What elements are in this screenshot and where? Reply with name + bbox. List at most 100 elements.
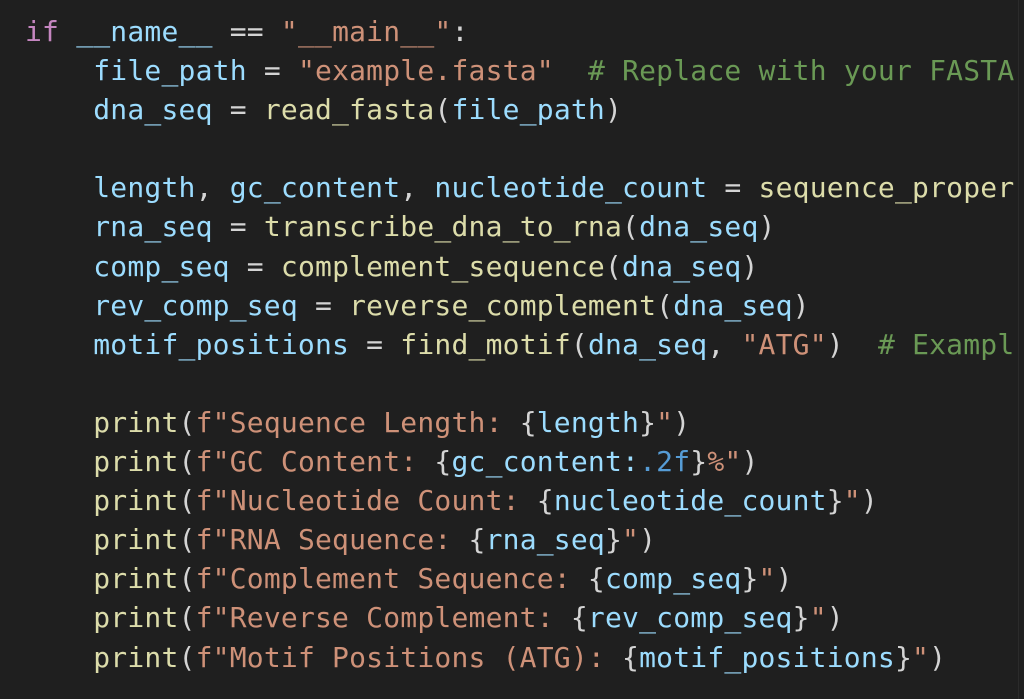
string-token: " bbox=[758, 562, 776, 596]
function-token: print bbox=[93, 445, 179, 479]
code-line[interactable]: rev_comp_seq = reverse_complement(dna_se… bbox=[25, 286, 1014, 325]
code-line[interactable]: rna_seq = transcribe_dna_to_rna(dna_seq) bbox=[25, 207, 1014, 246]
operator-token bbox=[25, 171, 93, 204]
code-line[interactable]: print(f"Sequence Length: {length}") bbox=[25, 403, 1014, 442]
function-token: sequence_proper bbox=[758, 171, 1015, 205]
punctuation-token: } bbox=[639, 405, 657, 439]
operator-token bbox=[25, 641, 93, 674]
code-line[interactable]: motif_positions = find_motif(dna_seq, "A… bbox=[25, 325, 1014, 364]
string-token: " bbox=[809, 601, 827, 635]
string-token: f"Reverse Complement: bbox=[195, 601, 571, 635]
variable-token: nucleotide_count bbox=[553, 484, 827, 518]
function-token: read_fasta bbox=[263, 93, 435, 127]
punctuation-token: ( bbox=[178, 562, 196, 596]
operator-token: = bbox=[229, 249, 281, 283]
code-line[interactable]: print(f"GC Content: {gc_content:.2f}%") bbox=[25, 442, 1014, 481]
punctuation-token: ( bbox=[656, 288, 674, 322]
variable-token: dna_seq bbox=[673, 288, 793, 322]
variable-token: length bbox=[93, 171, 196, 205]
punctuation-token: } bbox=[826, 484, 844, 518]
punctuation-token: ( bbox=[622, 210, 640, 244]
punctuation-token: { bbox=[468, 523, 486, 557]
punctuation-token: ( bbox=[178, 445, 196, 479]
code-line[interactable]: print(f"Motif Positions (ATG): {motif_po… bbox=[25, 638, 1014, 677]
operator-token: = bbox=[246, 54, 298, 88]
function-token: find_motif bbox=[400, 327, 571, 361]
string-token: " bbox=[843, 484, 861, 518]
punctuation-token: } bbox=[894, 640, 913, 674]
punctuation-token: ( bbox=[604, 249, 623, 283]
operator-token bbox=[25, 289, 93, 322]
punctuation-token: { bbox=[570, 601, 588, 635]
operator-token: , bbox=[400, 171, 435, 205]
code-line[interactable]: comp_seq = complement_sequence(dna_seq) bbox=[25, 247, 1014, 286]
operator-token: : bbox=[451, 15, 469, 48]
variable-token: comp_seq bbox=[93, 249, 230, 283]
string-token: f"Nucleotide Count: bbox=[195, 484, 537, 518]
operator-token: , bbox=[195, 171, 230, 205]
blank-line[interactable]: ​ bbox=[25, 129, 1014, 168]
operator-token bbox=[59, 15, 76, 48]
operator-token: = bbox=[349, 327, 401, 361]
string-token: f"GC Content: bbox=[195, 445, 435, 479]
variable-token: comp_seq bbox=[604, 562, 742, 596]
variable-token: motif_positions bbox=[93, 327, 350, 361]
punctuation-token: ) bbox=[758, 210, 776, 244]
code-area[interactable]: if __name__ == "__main__": file_path = "… bbox=[25, 12, 1014, 677]
operator-token bbox=[25, 328, 93, 361]
string-token: "ATG" bbox=[741, 327, 827, 361]
punctuation-token: ( bbox=[178, 640, 196, 674]
variable-token: rna_seq bbox=[485, 523, 605, 557]
punctuation-token: ( bbox=[178, 601, 196, 635]
function-token: complement_sequence bbox=[280, 249, 605, 283]
variable-token: rev_comp_seq bbox=[93, 288, 298, 322]
operator-token bbox=[25, 406, 93, 439]
code-line[interactable]: print(f"Nucleotide Count: {nucleotide_co… bbox=[25, 481, 1014, 520]
punctuation-token: ) bbox=[826, 327, 844, 361]
punctuation-token: { bbox=[622, 640, 640, 674]
editor-right-edge-divider bbox=[1018, 0, 1019, 699]
code-line[interactable]: dna_seq = read_fasta(file_path) bbox=[25, 90, 1014, 129]
variable-token: dna_seq bbox=[639, 210, 759, 244]
operator-token bbox=[25, 484, 93, 517]
variable-token: file_path bbox=[93, 54, 247, 88]
operator-token: = bbox=[212, 210, 264, 244]
punctuation-token: ) bbox=[929, 640, 947, 674]
punctuation-token: } bbox=[604, 523, 623, 557]
code-line[interactable]: if __name__ == "__main__": bbox=[25, 12, 1014, 51]
string-token: %" bbox=[707, 445, 742, 479]
comment-token: # Exampl bbox=[877, 327, 1015, 361]
code-line[interactable]: print(f"RNA Sequence: {rna_seq}") bbox=[25, 520, 1014, 559]
variable-token: dna_seq bbox=[622, 249, 742, 283]
code-line[interactable]: print(f"Complement Sequence: {comp_seq}"… bbox=[25, 559, 1014, 598]
operator-token bbox=[25, 93, 93, 126]
operator-token bbox=[25, 445, 93, 478]
punctuation-token: ) bbox=[639, 523, 657, 557]
punctuation-token: } bbox=[741, 562, 759, 596]
punctuation-token: { bbox=[587, 562, 605, 596]
punctuation-token: ) bbox=[741, 445, 759, 479]
string-token: "__main__" bbox=[280, 15, 452, 48]
code-line[interactable]: print(f"Reverse Complement: {rev_comp_se… bbox=[25, 598, 1014, 637]
punctuation-token: { bbox=[536, 484, 554, 518]
code-line[interactable]: length, gc_content, nucleotide_count = s… bbox=[25, 168, 1014, 207]
operator-token: = bbox=[297, 288, 350, 322]
operator-token bbox=[25, 601, 93, 634]
punctuation-token: { bbox=[519, 405, 537, 439]
operator-token bbox=[25, 250, 93, 283]
function-token: print bbox=[93, 405, 179, 439]
variable-token: dna_seq bbox=[93, 93, 213, 127]
punctuation-token: ( bbox=[178, 484, 196, 518]
function-token: print bbox=[93, 562, 179, 596]
string-token: " bbox=[912, 640, 930, 674]
operator-token bbox=[25, 523, 93, 556]
punctuation-token: ) bbox=[775, 562, 793, 596]
variable-token: gc_content bbox=[229, 171, 401, 205]
variable-token: rev_comp_seq bbox=[587, 601, 793, 635]
punctuation-token: ( bbox=[178, 523, 196, 557]
function-token: print bbox=[93, 523, 179, 557]
punctuation-token: ) bbox=[860, 484, 878, 518]
code-line[interactable]: file_path = "example.fasta" # Replace wi… bbox=[25, 51, 1014, 90]
blank-line[interactable]: ​ bbox=[25, 364, 1014, 403]
